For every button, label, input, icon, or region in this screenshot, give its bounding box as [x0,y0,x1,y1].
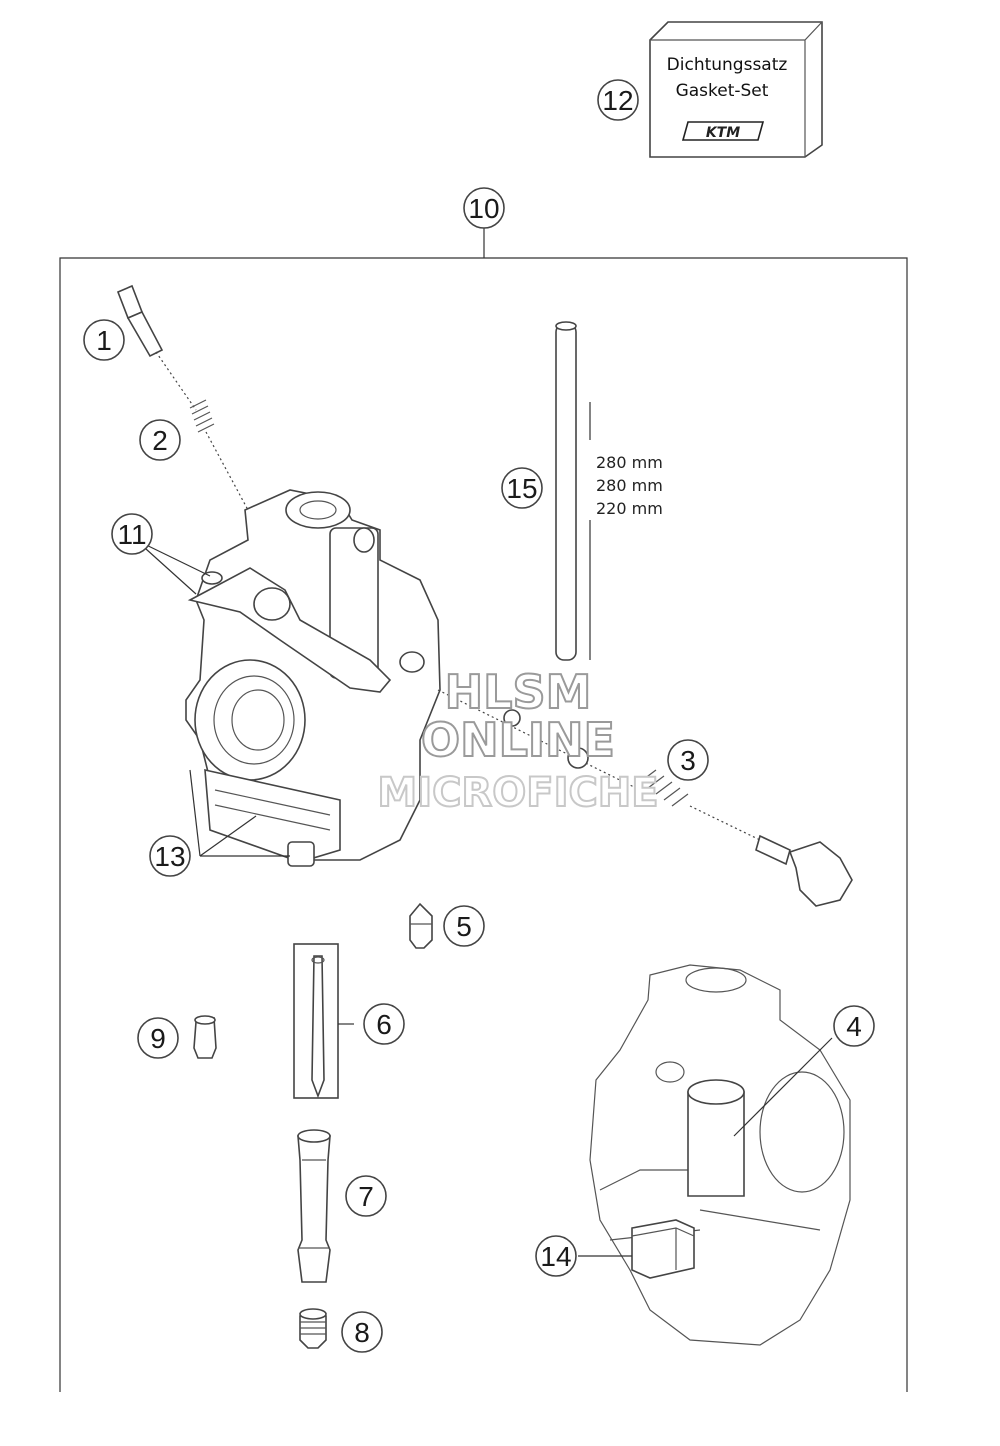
assembly-frame [59,228,908,1392]
callout-11: 11 [111,513,153,555]
slide-part-4 [687,1079,745,1197]
dimension-1: 280 mm [596,453,663,472]
watermark: HLSM ONLINE MICROFICHE [376,664,659,817]
watermark-line-2: ONLINE [421,713,615,767]
callout-14: 14 [535,1235,577,1277]
svg-text:9: 9 [150,1023,166,1054]
svg-text:2: 2 [152,425,168,456]
callout-4: 4 [833,1005,875,1047]
needle-part-6 [293,943,339,1099]
carburetor-ghost-view [589,964,851,1346]
watermark-line-3: MICROFICHE [377,770,658,816]
ktm-logo: KTM [681,121,765,141]
svg-text:7: 7 [358,1181,374,1212]
svg-text:KTM: KTM [706,125,740,141]
callout-7: 7 [345,1175,387,1217]
dimension-3: 220 mm [596,499,663,518]
jet-part-5 [409,902,433,949]
callouts: 1 2 3 4 5 6 7 8 [83,79,875,1353]
gasket-box-title-de: Dichtungssatz [667,55,788,75]
callout-3: 3 [667,739,709,781]
svg-text:5: 5 [456,911,472,942]
svg-text:1: 1 [96,325,112,356]
callout-10: 10 [463,187,505,229]
main-jet-part-8 [299,1308,327,1349]
callout-6: 6 [363,1003,405,1045]
idle-spring-part [189,399,249,511]
callout-2: 2 [139,419,181,461]
dimension-2: 280 mm [596,476,663,495]
jet-part-9 [193,1015,217,1059]
idle-screw-part [116,284,197,411]
callout-15: 15 [501,467,543,509]
needle-jet-part-7 [297,1129,331,1283]
svg-text:6: 6 [376,1009,392,1040]
air-screw-part [437,689,853,907]
callout-9: 9 [137,1017,179,1059]
svg-text:13: 13 [154,841,185,872]
svg-text:12: 12 [602,85,633,116]
gasket-set-box: Dichtungssatz Gasket-Set KTM [649,21,823,158]
callout-5: 5 [443,905,485,947]
svg-text:10: 10 [468,193,499,224]
svg-text:14: 14 [540,1241,571,1272]
svg-text:4: 4 [846,1011,862,1042]
callout-1: 1 [83,319,125,361]
callout-12: 12 [597,79,639,121]
callout-8: 8 [341,1311,383,1353]
gasket-box-title-en: Gasket-Set [676,81,769,101]
watermark-line-1: HLSM [445,665,592,719]
svg-text:15: 15 [506,473,537,504]
svg-text:8: 8 [354,1317,370,1348]
dimensions-list: 280 mm 280 mm 220 mm [596,453,663,518]
needle-rod-part [555,321,591,661]
float-part-14 [631,1219,695,1279]
svg-text:3: 3 [680,745,696,776]
callout-13: 13 [149,835,191,877]
svg-text:11: 11 [117,519,146,550]
carburetor-body [185,489,441,867]
